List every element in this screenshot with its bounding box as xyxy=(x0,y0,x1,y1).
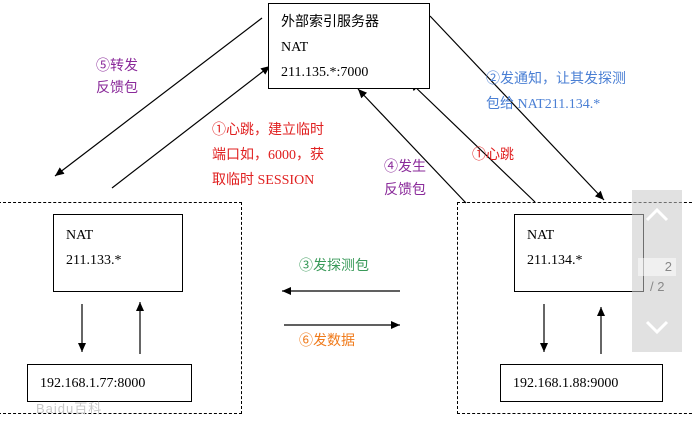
arrow-heartbeat-right xyxy=(409,81,536,203)
right-nat-box: NAT 211.134.* xyxy=(514,214,644,292)
current-page: 2 xyxy=(638,258,676,276)
left-nat-box: NAT 211.133.* xyxy=(53,214,183,292)
step5-label: ⑤转发 反馈包 xyxy=(96,59,138,96)
right-host-box: 192.168.1.88:9000 xyxy=(500,364,663,402)
step6-label: ⑥发数据 xyxy=(299,334,355,349)
arrow-heartbeat-left xyxy=(111,65,271,189)
right-host-address: 192.168.1.88:9000 xyxy=(513,376,619,391)
step4-label: ④发生 反馈包 xyxy=(384,160,426,198)
server-title: 外部索引服务器 xyxy=(281,15,379,30)
left-nat-address: 211.133.* xyxy=(66,253,122,268)
left-host-address: 192.168.1.77:8000 xyxy=(40,376,146,391)
left-nat-label: NAT xyxy=(66,228,94,243)
right-nat-label: NAT xyxy=(527,228,555,243)
chevron-down-icon[interactable] xyxy=(632,302,682,352)
step1-label: ①心跳，建立临时 端口如，6000，获 取临时 SESSION xyxy=(212,123,324,188)
right-network-region xyxy=(457,202,693,414)
arrow-notify xyxy=(429,15,605,201)
page-navigator: 2 / 2 xyxy=(632,190,682,352)
step3-label: ③发探测包 xyxy=(299,259,369,274)
server-nat-label: NAT xyxy=(281,40,309,55)
step1-right-label: ①心跳 xyxy=(472,148,514,163)
total-pages: / 2 xyxy=(650,279,665,294)
left-network-region xyxy=(0,202,242,414)
right-nat-address: 211.134.* xyxy=(527,253,583,268)
index-server-box: 外部索引服务器 NAT 211.135.*:7000 xyxy=(268,3,430,89)
watermark-logo: Baidu百科 xyxy=(36,401,103,416)
left-host-box: 192.168.1.77:8000 xyxy=(27,364,192,402)
arrow-feedback xyxy=(357,88,467,204)
server-address: 211.135.*:7000 xyxy=(281,65,369,80)
arrow-forward-feedback xyxy=(54,17,263,177)
chevron-up-icon[interactable] xyxy=(632,190,682,240)
step2-label: ②发通知，让其发探测 包给 NAT211.134.* xyxy=(486,72,626,112)
